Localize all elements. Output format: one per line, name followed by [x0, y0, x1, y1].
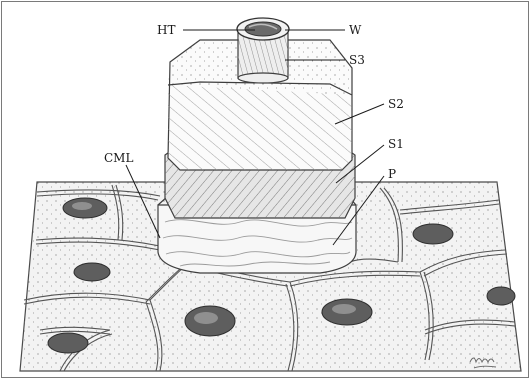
nucleus — [48, 333, 88, 353]
label-p: P — [388, 167, 396, 181]
label-s3: S3 — [349, 53, 365, 67]
warty-layer — [237, 18, 289, 40]
nucleus — [74, 263, 110, 281]
nucleus — [413, 224, 453, 244]
label-s1: S1 — [388, 137, 404, 151]
label-s2: S2 — [388, 97, 404, 111]
label-w: W — [349, 23, 362, 37]
nucleus — [487, 287, 515, 305]
label-cml: CML — [104, 151, 133, 165]
label-ht: HT — [157, 23, 175, 37]
